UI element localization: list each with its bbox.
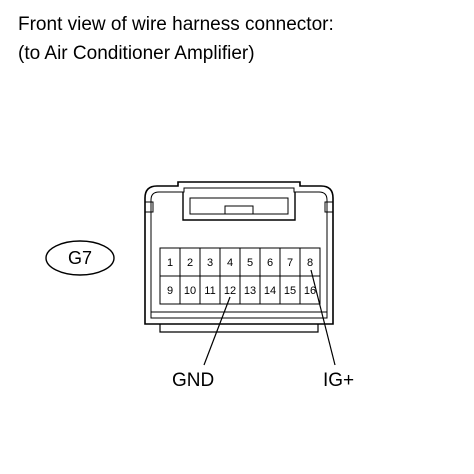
ig-plus-leader-line	[310, 269, 336, 366]
pin-13: 13	[244, 285, 256, 297]
gnd-leader-line	[203, 296, 231, 366]
pin-row-bottom: 9 10 11 12 13 14 15 16	[167, 285, 316, 297]
pin-10: 10	[184, 285, 196, 297]
pin-9: 9	[167, 285, 173, 297]
pin-2: 2	[187, 257, 193, 269]
gnd-label: GND	[172, 370, 215, 391]
pin-8: 8	[307, 257, 313, 269]
ig-plus-label: IG+	[323, 370, 355, 391]
pin-16: 16	[304, 285, 316, 297]
pin-3: 3	[207, 257, 213, 269]
diagram-title-line2: (to Air Conditioner Amplifier)	[18, 43, 255, 64]
pin-grid	[159, 247, 321, 305]
pin-7: 7	[287, 257, 293, 269]
pin-14: 14	[264, 285, 276, 297]
connector-code-bubble	[45, 240, 115, 276]
pin-12: 12	[224, 285, 236, 297]
connector-code-label: G7	[68, 248, 92, 268]
diagram-title-line1: Front view of wire harness connector:	[18, 14, 334, 35]
pin-1: 1	[167, 257, 173, 269]
pin-6: 6	[267, 257, 273, 269]
connector-housing	[144, 181, 334, 333]
pin-row-top: 1 2 3 4 5 6 7 8	[167, 257, 313, 269]
pin-5: 5	[247, 257, 253, 269]
pin-15: 15	[284, 285, 296, 297]
pin-11: 11	[204, 285, 215, 297]
pin-4: 4	[227, 257, 233, 269]
